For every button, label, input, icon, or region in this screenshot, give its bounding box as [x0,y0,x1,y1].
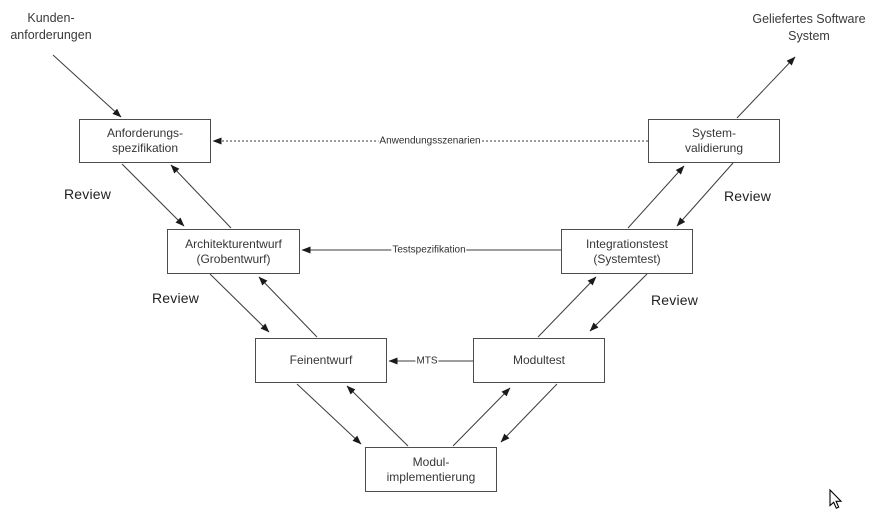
node-systemvalidierung: System- validierung [648,119,780,163]
left-review-arrows [170,164,409,447]
right-review-arrows [500,162,734,443]
review-label-integration-level: Review [651,292,699,308]
arrow-architecture-to-detaildesign [209,273,270,333]
review-arrow-moduletest-to-implementation [500,383,558,443]
connector-label-anwendungsszenarien: Anwendungsszenarien [378,135,482,147]
arrow-validation-to-delivered-system [736,56,796,119]
review-arrow-architecture-to-requirements [170,164,232,229]
review-label-validation-level: Review [724,188,772,204]
arrow-integrationtest-to-validation [627,165,685,229]
node-modulimplementierung: Modul- implementierung [365,447,497,492]
arrow-requirements-to-architecture [121,163,185,227]
connector-label-testspezifikation: Testspezifikation [391,244,467,256]
arrow-detaildesign-to-implementation [296,383,362,445]
connector-label-mts: MTS [415,355,439,367]
review-label-requirements-level: Review [64,186,112,202]
node-modultest: Modultest [473,338,605,383]
node-anforderungsspezifikation: Anforderungs- spezifikation [79,119,211,163]
review-arrow-detaildesign-to-architecture [258,276,318,338]
review-arrow-implementation-to-detaildesign [346,385,409,447]
arrow-customer-to-requirements [52,54,122,118]
review-arrow-integrationtest-to-moduletest [589,273,648,332]
arrow-moduletest-to-integrationtest [537,276,597,338]
arrow-implementation-to-moduletest [452,387,511,447]
mouse-cursor-icon [829,488,843,509]
right-ascending-arrows [452,56,796,447]
node-feinentwurf: Feinentwurf [255,338,387,383]
review-label-architecture-level: Review [152,290,200,306]
node-integrationstest: Integrationstest (Systemtest) [561,229,693,274]
review-arrow-validation-to-integrationtest [676,162,734,227]
delivered-software-system-label: Geliefertes Software System [752,12,866,43]
left-descending-arrows [52,54,362,445]
customer-requirements-label: Kunden- anforderungen [10,11,92,42]
node-architekturentwurf: Architekturentwurf (Grobentwurf) [167,229,300,274]
